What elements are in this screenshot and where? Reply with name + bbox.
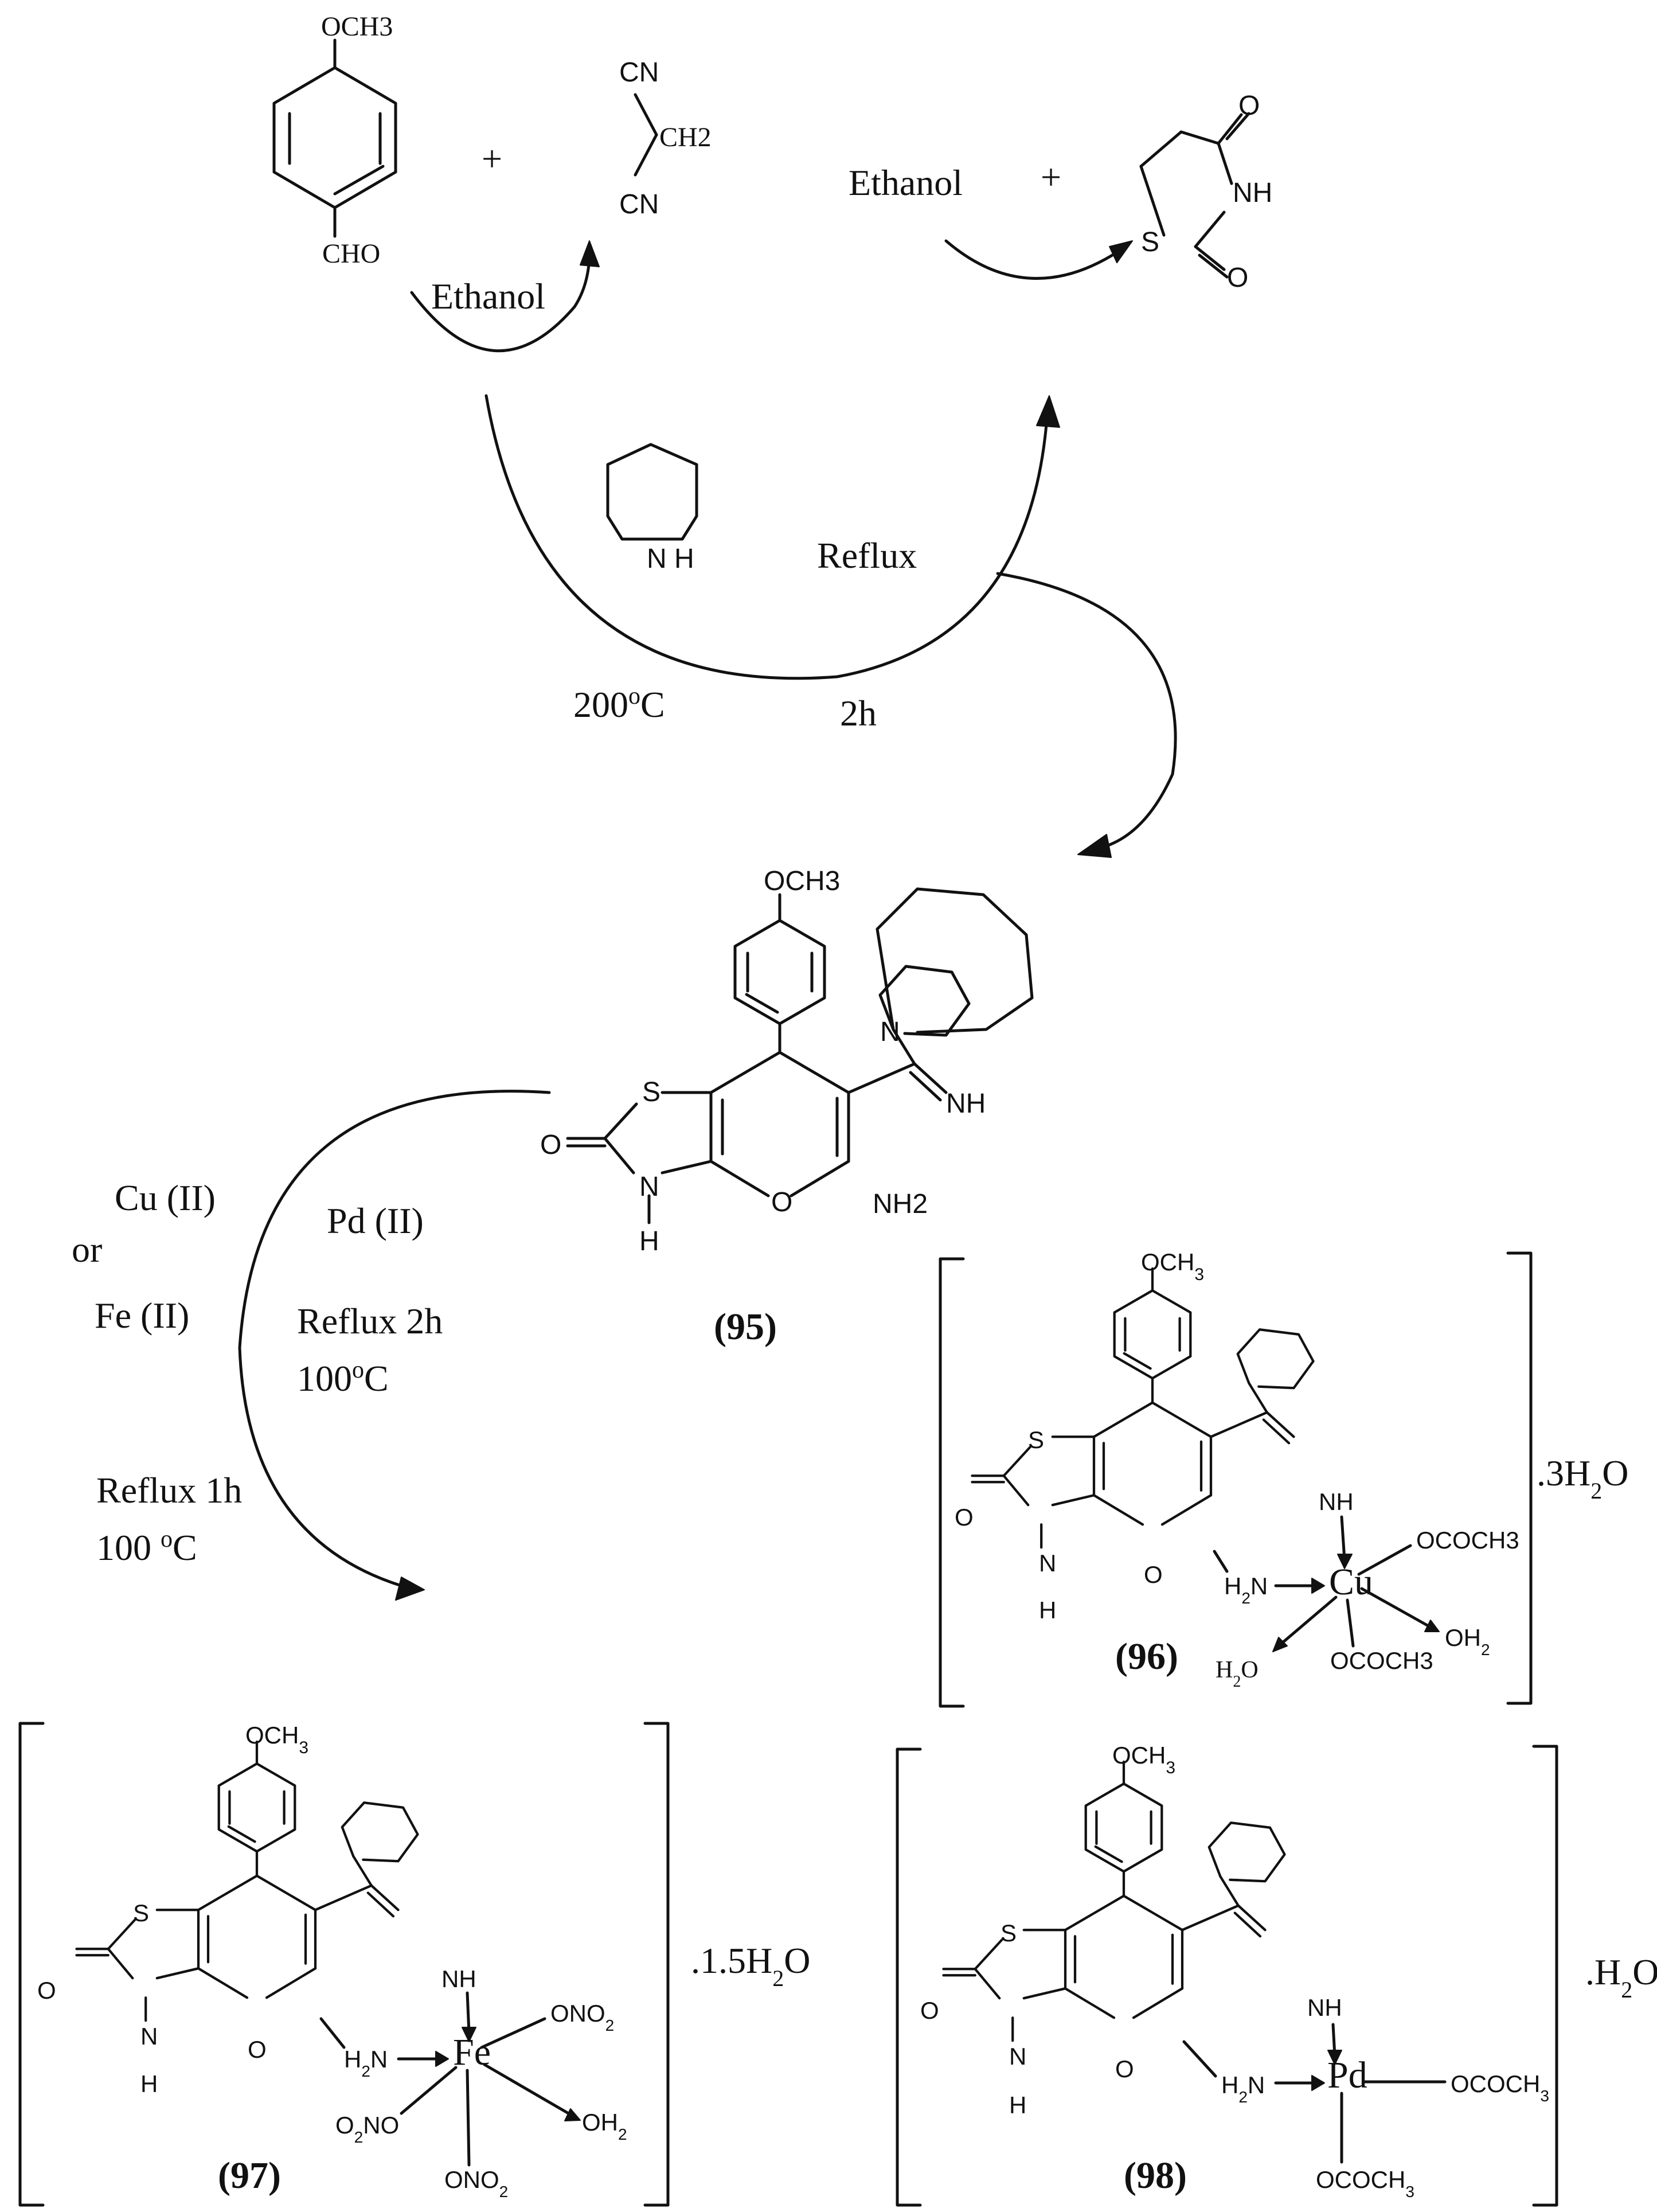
complexation-arrow	[238, 1090, 551, 1601]
hydrate-label: .H2O	[1585, 1952, 1657, 2003]
nitrogen-label: N	[639, 1172, 659, 1202]
compound-96-label: (96)	[1115, 1636, 1178, 1677]
och3-label: OCH3	[245, 1722, 308, 1757]
ring-oxygen-label: O	[248, 2036, 267, 2063]
reflux-time-label: Reflux 1h	[96, 1470, 242, 1511]
amine-label: H2N	[1224, 1573, 1268, 1607]
product-arrow	[996, 572, 1177, 858]
ring-oxygen-label: O	[771, 1187, 792, 1218]
compound-96-labels: OCH3 S O N H O NH H2N Cu OCOCH3 OH2 OCOC…	[955, 1249, 1628, 1691]
hydrogen-label: H	[639, 1226, 659, 1257]
reflux-label: Reflux	[817, 535, 917, 576]
ligand-label: OCOCH3	[1330, 1647, 1433, 1674]
piperidine-n-label: N	[880, 1017, 900, 1047]
nitrogen-label: N	[140, 2023, 158, 2050]
compound-95-structure: OCH3 S O N H O NH2 NH N	[540, 866, 1034, 1257]
cn-label: CN	[619, 57, 659, 88]
sulfur-label: S	[1141, 227, 1159, 258]
reflux-arc-arrow	[484, 394, 1060, 680]
sulfur-label: S	[133, 1899, 149, 1926]
nh-label: NH	[1319, 1488, 1354, 1515]
compound-97-bracket	[18, 1722, 670, 2207]
compound-96-structure: OCOCH3	[972, 1269, 1314, 1547]
metal-label: Cu (II)	[115, 1177, 216, 1218]
anisaldehyde-structure: OCH3 CHO	[272, 11, 397, 269]
compound-98-labels: OCH3 S O N H O NH H2N Pd OCOCH3 OCOCH3 .…	[920, 1742, 1657, 2201]
anisaldehyde-och3-label: OCH3	[321, 11, 393, 42]
metal-label: Pd (II)	[327, 1200, 424, 1241]
nh2-label: NH2	[873, 1189, 928, 1219]
amine-label: H2N	[344, 2046, 388, 2080]
ligand-label: H2O	[1216, 1657, 1259, 1691]
nh-label: NH	[1233, 178, 1272, 208]
temperature-label: 100oC	[297, 1357, 389, 1399]
iron-center: Fe	[453, 2031, 491, 2073]
amine-label: H2N	[1221, 2071, 1265, 2106]
ligand-label: O2NO	[335, 2112, 399, 2146]
och3-label: OCH3	[764, 866, 840, 896]
sulfur-label: S	[642, 1077, 661, 1107]
time-label: 2h	[840, 693, 877, 734]
compound-98-structure	[944, 1762, 1285, 2041]
nh-label: NH	[1307, 1994, 1342, 2021]
cn-label: CN	[619, 189, 659, 220]
ethanol-arrow	[944, 239, 1133, 280]
compound-97-labels: OCH3 S O N H O NH H2N Fe ONO2 OH2 ONO2 O…	[37, 1722, 810, 2201]
solvent-label: Ethanol	[849, 162, 963, 203]
ligand-label: OCOCH3	[1451, 2070, 1549, 2105]
piperidine-nh-label: N H	[647, 544, 694, 574]
sulfur-label: S	[1028, 1426, 1044, 1453]
ring-oxygen-label: O	[1144, 1561, 1163, 1588]
nitrogen-label: N	[1009, 2043, 1026, 2070]
oxygen-label: O	[1238, 91, 1260, 121]
ethanol-arrow	[410, 240, 600, 353]
hydrogen-label: H	[1009, 2092, 1026, 2119]
compound-97-structure	[76, 1742, 417, 2020]
ring-oxygen-label: O	[1115, 2055, 1134, 2082]
anisaldehyde-cho-label: CHO	[322, 239, 380, 269]
temperature-label: 200oC	[573, 683, 665, 725]
oxygen-label: O	[955, 1504, 974, 1531]
solvent-label: Ethanol	[431, 276, 545, 317]
och3-label: OCH3	[1112, 1742, 1175, 1777]
sulfur-label: S	[1001, 1920, 1017, 1946]
piperidine-catalyst: N H	[606, 443, 698, 574]
oxygen-label: O	[1227, 263, 1248, 293]
ch2-label: CH2	[659, 122, 712, 153]
nitrogen-label: N	[1039, 1550, 1056, 1577]
ligand-label: OCOCH3	[1316, 2166, 1414, 2201]
hydrogen-label: H	[140, 2070, 158, 2097]
compound-98-label: (98)	[1124, 2155, 1187, 2197]
oxygen-label: O	[540, 1130, 561, 1160]
temperature-label: 100 oC	[96, 1526, 197, 1568]
thiazolidinedione-structure: O NH S O	[1139, 91, 1272, 293]
compound-97-label: (97)	[218, 2155, 281, 2197]
compound-98-bracket	[896, 1745, 1558, 2207]
och3-label: OCH3	[1141, 1249, 1204, 1284]
nh-label: NH	[441, 1965, 476, 1992]
ligand-label: OH2	[582, 2109, 627, 2143]
reflux-time-label: Reflux 2h	[297, 1301, 443, 1341]
plus-sign: +	[1041, 157, 1061, 197]
oxygen-label: O	[920, 1997, 939, 2024]
or-label: or	[72, 1229, 102, 1270]
ligand-label: OCOCH3	[1416, 1527, 1519, 1554]
plus-sign: +	[482, 138, 502, 179]
ligand-label: OH2	[1445, 1624, 1490, 1659]
oxygen-label: O	[37, 1977, 56, 2004]
metal-label: Fe (II)	[95, 1295, 189, 1336]
ligand-label: ONO2	[444, 2166, 508, 2201]
compound-96-bracket	[939, 1251, 1533, 1708]
ligand-label: ONO2	[550, 2000, 614, 2034]
hydrate-label: .3H2O	[1537, 1453, 1628, 1504]
malononitrile-structure: CN CH2 CN	[619, 57, 712, 220]
nh-label: NH	[946, 1089, 986, 1119]
hydrate-label: .1.5H2O	[691, 1940, 810, 1991]
hydrogen-label: H	[1039, 1597, 1056, 1624]
compound-95-label: (95)	[714, 1306, 777, 1348]
